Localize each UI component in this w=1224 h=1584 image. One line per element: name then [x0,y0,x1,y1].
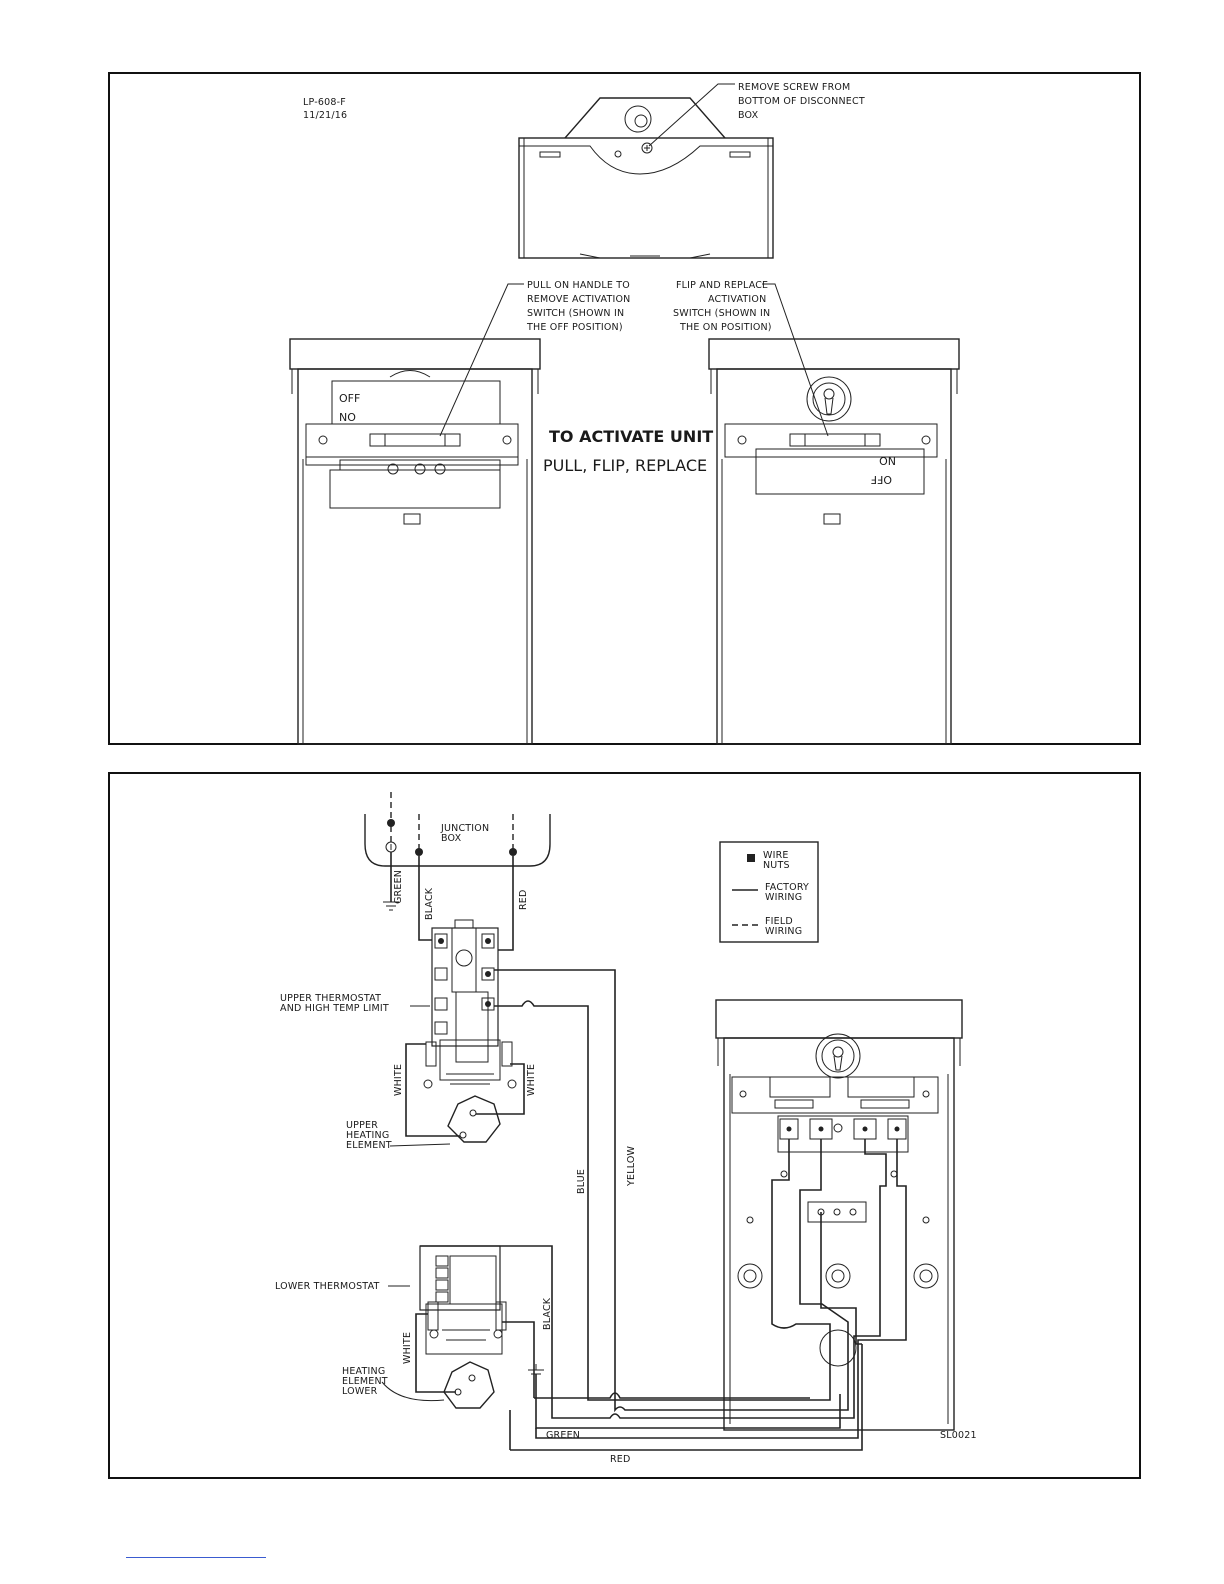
svg-text:REMOVE SCREW FROM: REMOVE SCREW FROM [738,82,850,93]
svg-text:ELEMENT: ELEMENT [342,1376,388,1387]
switch-no-flipped: NO [879,454,896,467]
wire-label-black: BLACK [424,887,435,920]
pull-handle-callout: PULL ON HANDLE TO REMOVE ACTIVATION SWIT… [439,280,630,437]
svg-text:WIRE: WIRE [763,850,789,861]
wire-label-red: RED [518,889,529,910]
doc-date: 11/21/16 [303,110,347,121]
wire-nut-legend-icon [747,854,755,862]
wire-label-white-right: WHITE [526,1064,537,1096]
switch-off-label: OFF [339,392,360,405]
drawing-code: SL0021 [940,1430,977,1441]
activate-subtitle: PULL, FLIP, REPLACE [543,456,707,475]
switch-off-flipped: OFF [871,473,892,486]
svg-text:NUTS: NUTS [763,860,790,871]
switch-no-label: NO [339,411,356,424]
svg-text:SWITCH (SHOWN IN: SWITCH (SHOWN IN [527,308,624,319]
upper-thermostat [423,919,517,1089]
svg-text:BOX: BOX [441,833,462,844]
lower-heating-element [443,1361,495,1409]
svg-text:ELEMENT: ELEMENT [346,1140,392,1151]
wire-nut-icon [387,819,395,827]
svg-text:HEATING: HEATING [346,1130,389,1141]
activation-instructions-drawing: LP-608-F 11/21/16 REMOVE SCREW FROM BOTT… [289,82,960,745]
wire-label-black-lower: BLACK [542,1297,553,1330]
disconnect-box-wiring [715,999,963,1431]
wiring-diagram-panel: JUNCTION BOX GREEN BLACK RED WIRE NUTS F… [108,772,1141,1479]
svg-text:FLIP AND REPLACE: FLIP AND REPLACE [676,280,768,291]
remove-screw-callout: REMOVE SCREW FROM BOTTOM OF DISCONNECT B… [648,82,865,147]
wire-label-red-bottom: RED [610,1454,631,1465]
wire-label-yellow: YELLOW [626,1145,637,1187]
doc-code: LP-608-F [303,97,346,108]
activation-instructions-panel: LP-608-F 11/21/16 REMOVE SCREW FROM BOTT… [108,72,1141,745]
legend-box: WIRE NUTS FACTORY WIRING FIELD WIRING [719,841,819,943]
svg-text:BOTTOM OF DISCONNECT: BOTTOM OF DISCONNECT [738,96,865,107]
wire-label-white-left: WHITE [393,1064,404,1096]
wire-label-green-bottom: GREEN [546,1430,580,1441]
wire-label-green: GREEN [393,870,404,904]
svg-text:UPPER THERMOSTAT: UPPER THERMOSTAT [280,993,381,1004]
svg-text:REMOVE ACTIVATION: REMOVE ACTIVATION [527,294,630,305]
svg-text:THE OFF POSITION): THE OFF POSITION) [526,322,623,333]
svg-text:THE ON POSITION): THE ON POSITION) [679,322,772,333]
footer-rule [126,1557,266,1558]
wire-nut-icon [415,848,423,856]
svg-text:AND HIGH TEMP LIMIT: AND HIGH TEMP LIMIT [280,1003,389,1014]
disconnect-box-left-off: OFF NO [289,338,541,745]
svg-text:JUNCTION: JUNCTION [440,823,489,834]
disconnect-box-bottom-view [518,97,774,259]
wire-label-white-lower: WHITE [402,1332,413,1364]
screw-icon [641,142,653,154]
activate-title: TO ACTIVATE UNIT [549,427,713,446]
svg-text:PULL ON HANDLE TO: PULL ON HANDLE TO [527,280,630,291]
svg-text:SWITCH (SHOWN IN: SWITCH (SHOWN IN [673,308,770,319]
svg-text:WIRING: WIRING [765,892,802,903]
disconnect-box-right-on: NO OFF [708,338,960,745]
upper-heating-element [447,1095,501,1143]
svg-text:HEATING: HEATING [342,1366,385,1377]
svg-text:WIRING: WIRING [765,926,802,937]
svg-text:ACTIVATION: ACTIVATION [708,294,766,305]
junction-box: JUNCTION BOX [364,792,551,867]
lower-thermostat [419,1245,507,1355]
svg-text:FIELD: FIELD [765,916,793,927]
wire-nut-icon [509,848,517,856]
svg-text:UPPER: UPPER [346,1120,378,1131]
svg-text:LOWER: LOWER [342,1386,378,1397]
svg-text:LOWER THERMOSTAT: LOWER THERMOSTAT [275,1281,380,1292]
flip-replace-callout: FLIP AND REPLACE ACTIVATION SWITCH (SHOW… [673,280,829,437]
wiring-diagram-drawing: JUNCTION BOX GREEN BLACK RED WIRE NUTS F… [275,792,977,1465]
svg-text:BOX: BOX [738,110,759,121]
svg-text:FACTORY: FACTORY [765,882,809,893]
wire-label-blue: BLUE [576,1169,587,1194]
